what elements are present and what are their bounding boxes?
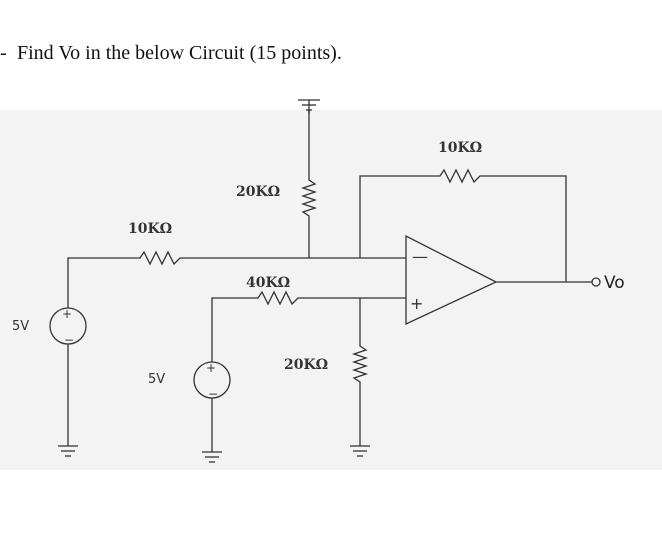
resistor-label-40k-input: 40KΩ xyxy=(246,275,290,291)
ground-bottom-right xyxy=(350,445,370,457)
question-marker: - xyxy=(0,42,7,64)
voltage-source-left: + − xyxy=(49,307,87,446)
ground-top xyxy=(298,99,320,160)
source-label-bottom: 5V xyxy=(148,372,165,387)
question-text: - Find Vo in the below Circuit (15 point… xyxy=(0,42,342,65)
question-body: Find Vo in the below Circuit (15 points)… xyxy=(17,42,342,64)
op-amp-inverting-symbol: — xyxy=(412,247,428,266)
svg-text:+: + xyxy=(206,361,216,375)
output-terminal xyxy=(496,277,601,287)
output-label: Vo xyxy=(604,273,625,293)
resistor-20k-top xyxy=(300,160,318,258)
op-amp-noninverting-symbol: + xyxy=(410,294,423,313)
diagram-background xyxy=(0,110,662,470)
source-label-left: 5V xyxy=(12,319,29,334)
resistor-40k-input xyxy=(211,290,406,362)
resistor-label-20k-top: 20KΩ xyxy=(236,184,280,200)
ground-bottom-middle xyxy=(202,451,222,463)
resistor-label-10k-input: 10KΩ xyxy=(128,221,172,237)
svg-text:−: − xyxy=(208,387,218,401)
resistor-label-20k-bottom: 20KΩ xyxy=(284,357,328,373)
resistor-20k-bottom xyxy=(351,298,369,446)
resistor-label-10k-feedback: 10KΩ xyxy=(438,140,482,156)
svg-text:+: + xyxy=(62,307,72,321)
svg-text:−: − xyxy=(64,333,74,347)
resistor-10k-feedback xyxy=(359,168,567,282)
resistor-10k-input xyxy=(67,250,406,308)
voltage-source-bottom: + − xyxy=(193,361,231,452)
ground-left xyxy=(58,445,78,457)
op-amp: — + xyxy=(405,234,498,326)
